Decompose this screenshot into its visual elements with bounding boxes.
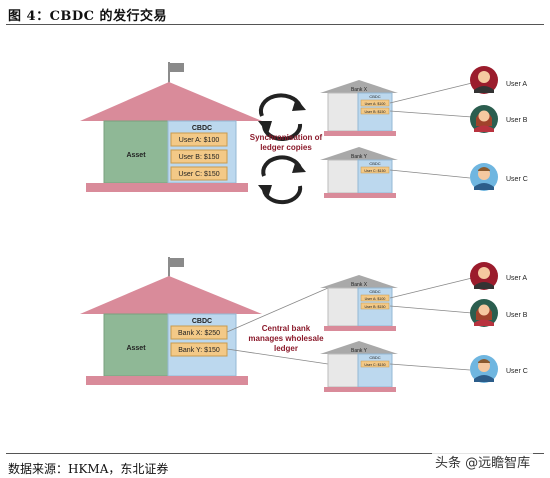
bank-ledger-text: User B: $150 [365,110,386,114]
figure-source: 数据来源：HKMA，东北证券 [8,462,169,476]
bank-wall [327,92,359,132]
connector-line [226,287,329,333]
ledger-row [170,132,228,147]
connector-line [389,305,473,314]
bank-ledger-row [360,166,390,174]
user-avatar-icon [470,355,498,383]
flag-icon [170,63,184,72]
sync-label: ledger copies [260,143,312,152]
bank-cbdc-label: CBDC [369,161,380,166]
manage-label: manages wholesale [248,334,324,343]
bank-base [324,387,396,392]
bank-roof [320,275,398,288]
bottom-diagram: Asset CBDC Bank X: $250 Bank Y: $150 Cen… [80,257,528,392]
bank-cbdc-label: CBDC [369,94,380,99]
bank-y: Bank Y CBDC User C: $150 [320,341,398,392]
bank-ledger-text: User A: $100 [365,102,386,106]
asset-label: Asset [126,345,146,352]
bank-base [324,131,396,136]
user-avatar-icon [470,66,498,94]
bank-base [324,193,396,198]
asset-label: Asset [126,152,146,159]
connector-line [389,363,471,371]
bank-base [324,326,396,331]
user-avatar-icon [470,299,498,327]
bank-ledger-row [360,99,390,107]
bank-wall [327,159,359,194]
top-diagram: Asset CBDC User A: $100 User B: $150 Use… [80,62,528,205]
ledger-row [170,342,228,357]
asset-wall [103,120,169,184]
connector-line [226,348,329,365]
manage-label: ledger [274,344,298,353]
central-bank-roof [80,276,262,314]
user-label: User B [506,117,528,124]
bank-ledger-row [360,107,390,115]
source-divider [6,453,544,454]
flag-icon [170,258,184,267]
asset-wall [103,313,169,377]
user-label: User C [506,176,528,183]
bank-ledger-row [360,302,390,310]
cbdc-label: CBDC [192,125,212,132]
connector-line [389,82,473,104]
bank-roof [320,80,398,93]
bank-ledger-text: User A: $100 [365,297,386,301]
user-label: User A [506,81,527,88]
manage-label: Central bank [262,324,311,333]
ledger-row-text: User C: $150 [178,171,219,178]
figure-title: 图 4：CBDC 的发行交易 [8,9,168,24]
bank-cbdc-label: CBDC [369,355,380,360]
watermark: 头条 @远瞻智库 [432,452,534,471]
ledger-row [170,166,228,181]
user-label: User B [506,312,528,319]
central-bank-base [86,183,248,192]
user-label: User A [506,275,527,282]
ledger-row [170,149,228,164]
bank-x: Bank X CBDC User A: $100 User B: $150 [320,275,398,331]
user-avatar-icon [470,262,498,290]
bank-y: Bank Y CBDC User C: $150 [320,147,398,198]
bank-x: Bank X CBDC User A: $100 User B: $150 [320,80,398,136]
user-label: User C [506,368,528,375]
title-divider [6,24,544,25]
bank-name: Bank Y [351,348,368,354]
ledger-row-text: User A: $100 [179,137,220,144]
sync-arrows-icon [258,155,306,205]
bank-name: Bank X [351,282,368,288]
central-bank-base [86,376,248,385]
ledger-row [170,325,228,340]
bank-ledger-text: User C: $150 [364,169,385,173]
ledger-row-text: User B: $150 [179,154,220,161]
bank-ledger-text: User B: $150 [365,305,386,309]
central-bank-roof [80,82,262,121]
bank-name: Bank X [351,87,368,93]
bank-ledger-text: User C: $150 [364,363,385,367]
bank-name: Bank Y [351,154,368,160]
user-avatar-icon [470,105,498,133]
cbdc-label: CBDC [192,318,212,325]
connector-line [389,169,471,179]
ledger-row-text: Bank X: $250 [178,330,220,337]
bank-cbdc-wall [357,353,393,388]
sync-label: Synchronisation of [250,133,323,142]
bank-wall [327,353,359,388]
connector-line [389,277,473,299]
bank-cbdc-wall [357,159,393,194]
bank-roof [320,147,398,160]
ledger-row-text: Bank Y: $150 [178,347,220,354]
bank-wall [327,287,359,327]
bank-roof [320,341,398,354]
user-avatar-icon [470,163,498,191]
connector-line [389,110,473,118]
bank-ledger-row [360,360,390,368]
bank-ledger-row [360,294,390,302]
bank-cbdc-label: CBDC [369,289,380,294]
sync-arrows-icon [258,93,306,142]
